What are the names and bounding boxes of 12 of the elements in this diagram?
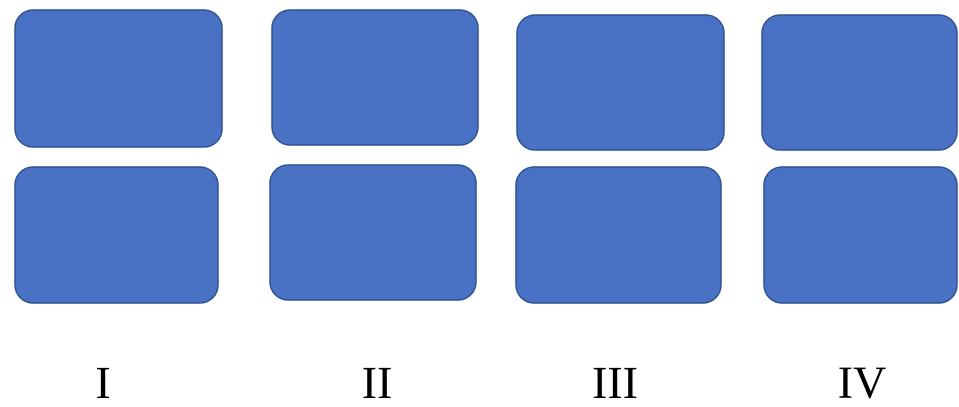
roman-numeral-label: II [363,368,391,398]
rounded-box [763,166,958,304]
roman-numeral-label: IV [839,368,886,398]
roman-numeral-label: I [97,368,110,398]
rounded-box [271,9,479,146]
rounded-box [516,14,725,151]
rounded-box [14,9,223,148]
rounded-box [761,14,958,151]
roman-numeral-label: III [594,368,636,398]
rounded-box [14,166,219,304]
rounded-box [269,164,477,301]
rounded-box [515,166,722,304]
